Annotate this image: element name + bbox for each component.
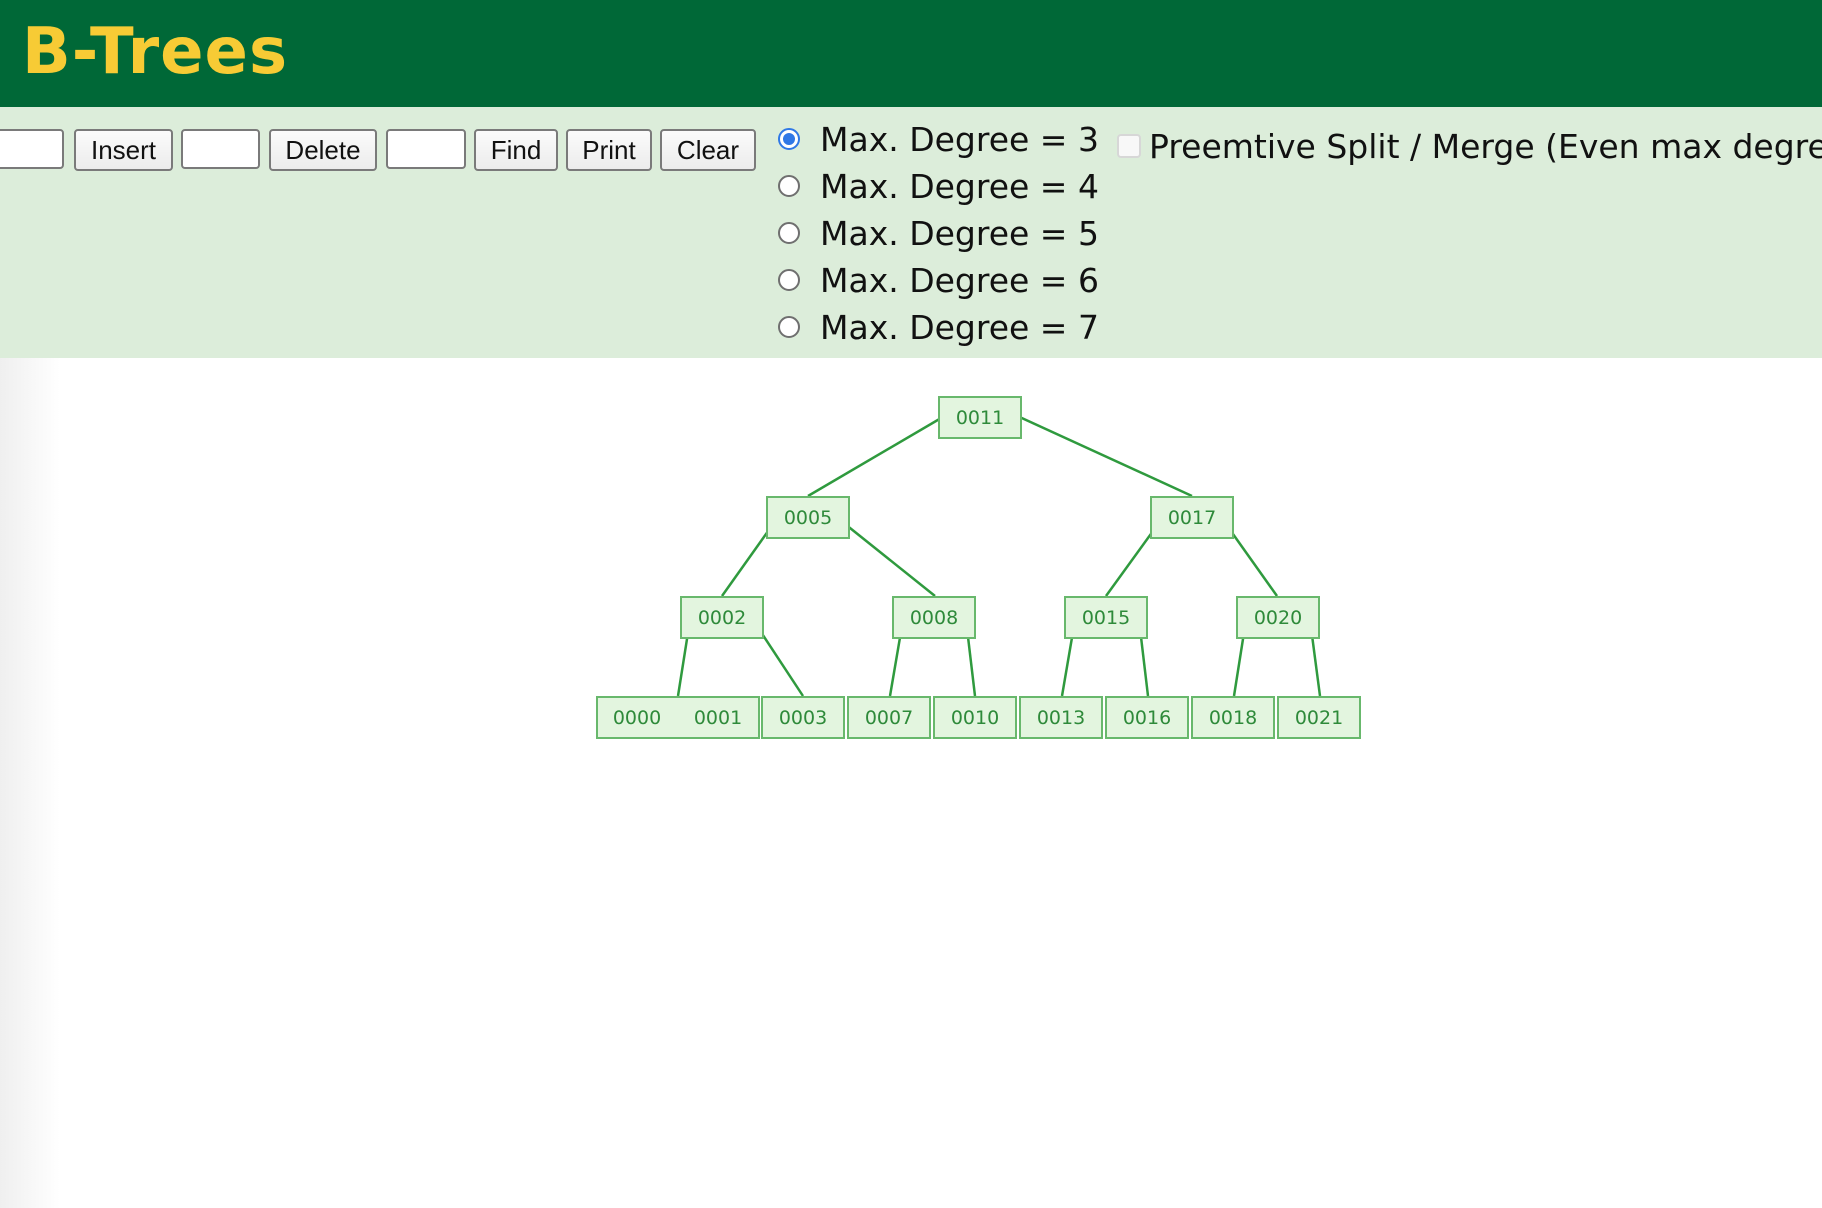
find-input[interactable] [386, 129, 466, 169]
header-bar: B-Trees [0, 0, 1822, 107]
node-key: 0017 [1168, 507, 1216, 529]
node-key: 0000 [613, 707, 661, 729]
degree-radio-3[interactable] [778, 128, 800, 150]
tree-node-0008: 0008 [892, 596, 976, 639]
degree-option-7[interactable]: Max. Degree = 7 [778, 304, 1099, 350]
find-button[interactable]: Find [474, 129, 558, 171]
tree-node-0007: 0007 [847, 696, 931, 739]
degree-radio-5[interactable] [778, 222, 800, 244]
node-key: 0002 [698, 607, 746, 629]
tree-node-0020: 0020 [1236, 596, 1320, 639]
tree-node-0017: 0017 [1150, 496, 1234, 539]
degree-option-4[interactable]: Max. Degree = 4 [778, 163, 1099, 209]
degree-label-4: Max. Degree = 4 [820, 166, 1099, 206]
print-button[interactable]: Print [566, 129, 652, 171]
node-key: 0005 [784, 507, 832, 529]
node-key: 0010 [951, 707, 999, 729]
tree-node-0016: 0016 [1105, 696, 1189, 739]
tree-edge [839, 519, 936, 597]
tree-node-0003: 0003 [761, 696, 845, 739]
node-key: 0016 [1123, 707, 1171, 729]
preemptive-option[interactable]: Preemtive Split / Merge (Even max degree… [1117, 123, 1822, 169]
degree-radio-7[interactable] [778, 316, 800, 338]
preemptive-checkbox[interactable] [1117, 134, 1141, 158]
tree-edge [1012, 412, 1193, 498]
degree-label-5: Max. Degree = 5 [820, 213, 1099, 253]
degree-label-6: Max. Degree = 6 [820, 260, 1099, 300]
node-key: 0013 [1037, 707, 1085, 729]
insert-button[interactable]: Insert [74, 129, 173, 171]
node-key: 0007 [865, 707, 913, 729]
degree-option-6[interactable]: Max. Degree = 6 [778, 257, 1099, 303]
tree-node-0002: 0002 [680, 596, 764, 639]
tree-canvas: 0011 0005 0017 0002 0008 0015 [0, 358, 1822, 1208]
tree-node-0005: 0005 [766, 496, 850, 539]
tree-node-0015: 0015 [1064, 596, 1148, 639]
node-key: 0003 [779, 707, 827, 729]
delete-button[interactable]: Delete [269, 129, 377, 171]
node-key: 0021 [1295, 707, 1343, 729]
degree-option-3[interactable]: Max. Degree = 3 [778, 116, 1099, 162]
node-key: 0008 [910, 607, 958, 629]
controls-panel: Insert Delete Find Print Clear Max. Degr… [0, 107, 1822, 358]
node-key: 0001 [694, 707, 742, 729]
tree-edges [676, 412, 1322, 697]
degree-label-7: Max. Degree = 7 [820, 307, 1099, 347]
tree-node-0021: 0021 [1277, 696, 1361, 739]
tree-edge [807, 412, 949, 498]
node-key: 0011 [956, 407, 1004, 429]
tree-node-0018: 0018 [1191, 696, 1275, 739]
tree-node-0010: 0010 [933, 696, 1017, 739]
degree-radio-6[interactable] [778, 269, 800, 291]
page-title: B-Trees [22, 15, 289, 89]
preemptive-label: Preemtive Split / Merge (Even max degree… [1149, 126, 1822, 166]
tree-node-0013: 0013 [1019, 696, 1103, 739]
degree-option-5[interactable]: Max. Degree = 5 [778, 210, 1099, 256]
clear-button[interactable]: Clear [660, 129, 756, 171]
degree-label-3: Max. Degree = 3 [820, 119, 1099, 159]
tree-node-0000-0001: 0000 0001 [596, 696, 760, 739]
node-key: 0020 [1254, 607, 1302, 629]
insert-input[interactable] [0, 129, 64, 169]
tree-node-0011: 0011 [938, 396, 1022, 439]
degree-radio-4[interactable] [778, 175, 800, 197]
node-key: 0015 [1082, 607, 1130, 629]
node-key: 0018 [1209, 707, 1257, 729]
btree-diagram: 0011 0005 0017 0002 0008 0015 [596, 396, 1361, 739]
delete-input[interactable] [181, 129, 260, 169]
